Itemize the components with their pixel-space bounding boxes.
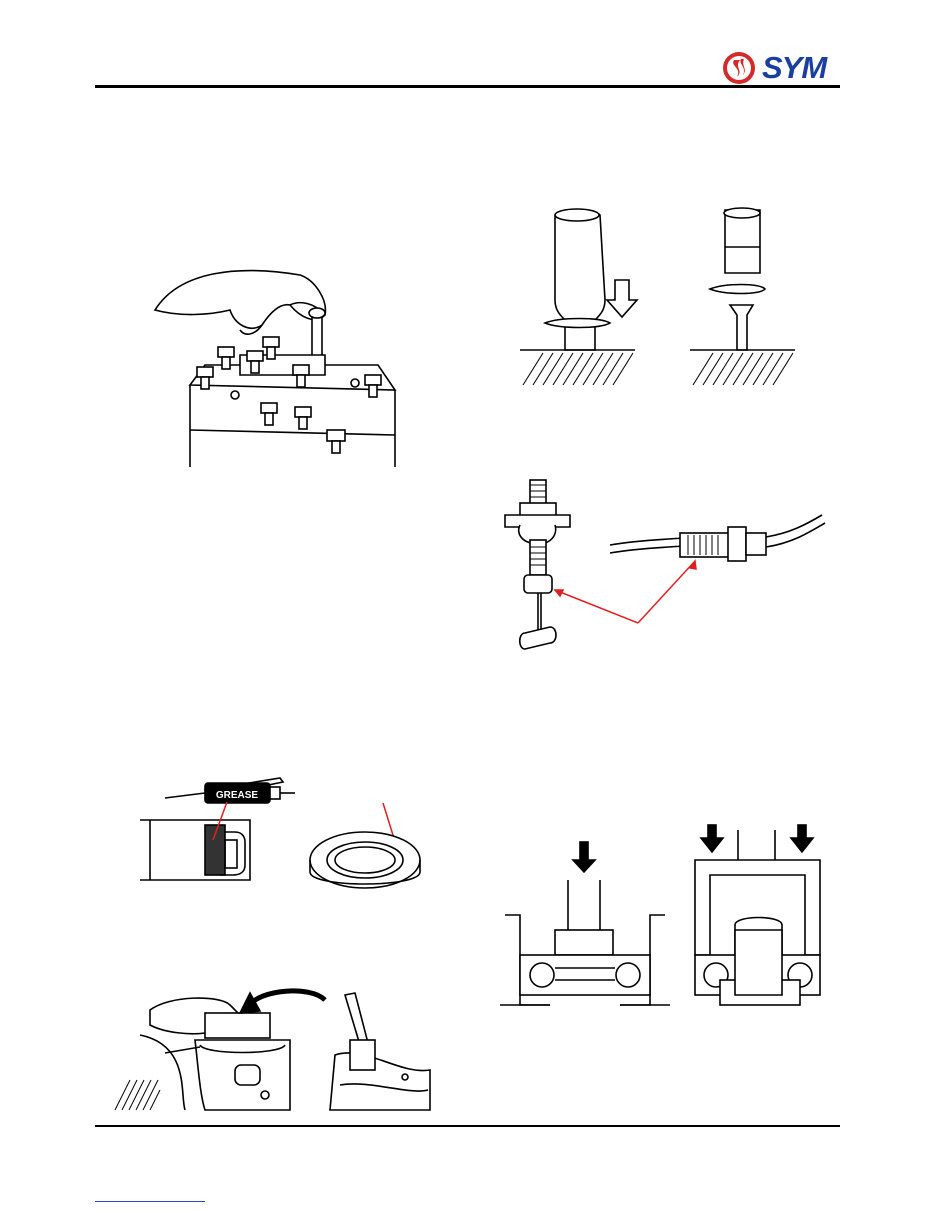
arrow-down-icon bbox=[699, 824, 725, 854]
crankcase-assembly-figure bbox=[114, 988, 431, 1112]
logo-text: SYM bbox=[762, 50, 827, 85]
arrow-down-icon bbox=[789, 824, 815, 854]
grease-gun-label: GREASE bbox=[216, 790, 259, 801]
bearing-press-figure bbox=[500, 824, 821, 1006]
sym-logo-icon bbox=[723, 52, 755, 84]
footer-link-underline[interactable] bbox=[95, 1201, 205, 1202]
arrow-down-icon bbox=[571, 841, 597, 874]
clip-installation-figure bbox=[520, 207, 795, 386]
cylinder-head-bolts-figure bbox=[153, 269, 397, 467]
header-rule bbox=[95, 85, 840, 88]
sym-logo: SYM bbox=[720, 50, 842, 86]
cable-adjuster-figure bbox=[504, 479, 826, 650]
footer-rule bbox=[95, 1125, 840, 1127]
grease-application-figure: GREASE bbox=[140, 777, 421, 889]
